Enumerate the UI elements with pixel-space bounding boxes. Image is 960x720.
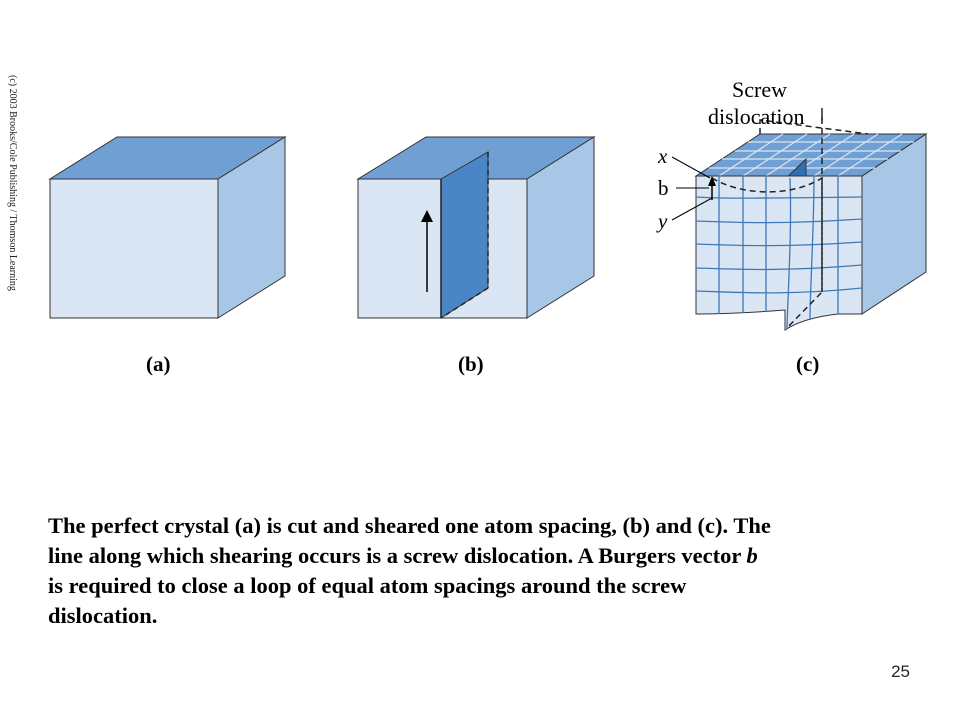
screw-label-line1: Screw — [732, 77, 787, 102]
caption-burgers-b: b — [746, 543, 758, 568]
cube-b — [356, 136, 596, 319]
label-y: y — [656, 209, 668, 233]
caption: The perfect crystal (a) is cut and shear… — [48, 511, 928, 631]
label-b: b — [658, 176, 669, 200]
cube-a-front — [49, 178, 219, 319]
burgers-loop — [711, 176, 823, 329]
crystal-dislocation-figure: Screw dislocation x b y (a) (b) (c) — [48, 77, 928, 376]
caption-line-2: line along which shearing occurs is a sc… — [48, 541, 928, 571]
screw-label-line2: dislocation — [708, 104, 805, 129]
burgers-vector-arrow — [708, 176, 716, 186]
page-number: 25 — [891, 662, 910, 681]
caption-line-1: The perfect crystal (a) is cut and shear… — [48, 513, 771, 538]
cube-c — [671, 108, 928, 331]
cube-a — [48, 136, 287, 319]
caption-line-2-text: line along which shearing occurs is a sc… — [48, 543, 747, 568]
panel-label-c: (c) — [796, 352, 819, 376]
caption-line-4: dislocation. — [48, 603, 158, 628]
shear-arrow-head — [421, 210, 433, 222]
label-x: x — [657, 144, 668, 168]
cube-c-front — [695, 175, 863, 331]
caption-line-3: is required to close a loop of equal ato… — [48, 573, 687, 598]
panel-label-a: (a) — [146, 352, 171, 376]
panel-label-b: (b) — [458, 352, 484, 376]
